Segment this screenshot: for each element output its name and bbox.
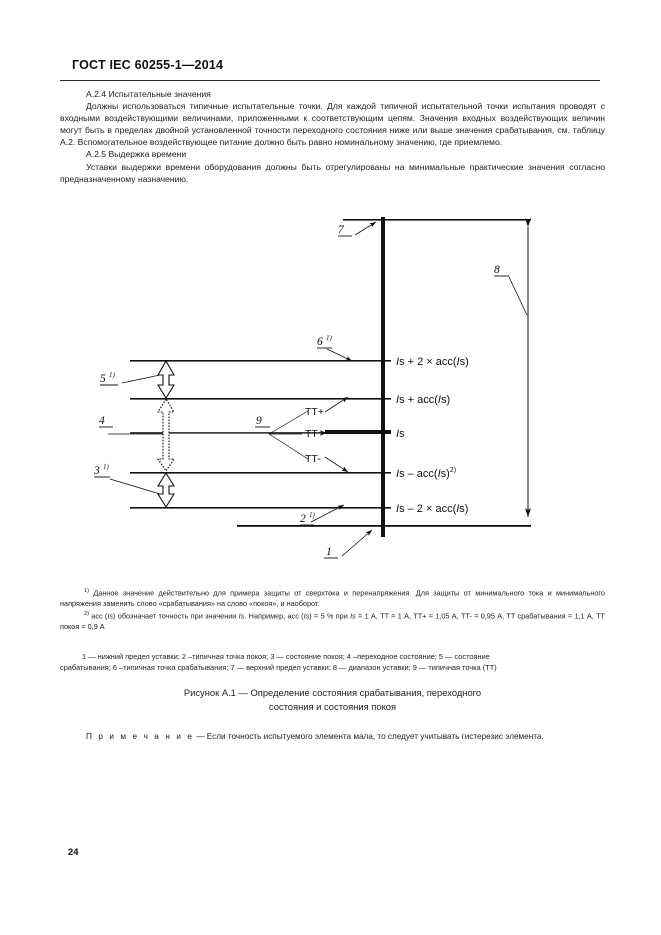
operate-condition-arrow — [157, 359, 175, 400]
lower-setting-limit-line — [237, 525, 531, 527]
level-line-plus-acc — [130, 398, 391, 400]
footnote-2: 2) acc (Is) обозначает точность при знач… — [60, 609, 605, 632]
level-line-minus-2acc — [130, 507, 391, 509]
footnote-2-is-1: Is — [107, 611, 114, 621]
footnote-2-marker: 2) — [84, 611, 89, 618]
level-label-minus-acc: Is – acc(Is)2) — [396, 467, 456, 480]
figure-caption-line-1: Рисунок А.1 — Определение состояния сраб… — [183, 687, 482, 698]
callout-9-label: 9 — [256, 415, 262, 427]
heading-a24: A.2.4 Испытательные значения — [86, 89, 211, 99]
main-vertical-axis — [381, 217, 385, 537]
footnote-1: 1) Данное значение действительно для при… — [60, 586, 605, 609]
footnote-2-text-a: acc ( — [91, 611, 108, 621]
note-paragraph: П р и м е ч а н и е — Если точность испы… — [60, 731, 605, 743]
footnote-1-text: Данное значение действительно для пример… — [60, 588, 605, 608]
body-text-block: A.2.4 Испытательные значения Должны испо… — [60, 88, 605, 185]
running-header: ГОСТ IEC 60255-1—2014 — [72, 58, 224, 72]
tt-plus-label: TT+ — [305, 406, 324, 418]
callout-2-label: 2 — [300, 513, 306, 525]
callout-3-sup: 1) — [103, 463, 110, 471]
level-line-is — [130, 432, 391, 434]
footnote-2-text-b: ) обозначает точность при значении — [113, 611, 239, 621]
ttplus-arrow — [324, 396, 349, 413]
footnote-2-text-d: ) = 5 % при — [309, 611, 351, 621]
leader-2 — [310, 504, 345, 523]
callout-8-label: 8 — [494, 264, 500, 276]
callout-5-sup: 1) — [109, 371, 116, 379]
level-line-plus-2acc — [130, 360, 391, 362]
tt-minus-label: TT- — [305, 453, 321, 465]
transition-condition-arrow — [156, 397, 176, 472]
ttminus-arrow — [324, 456, 349, 473]
figure-caption: Рисунок А.1 — Определение состояния сраб… — [60, 686, 605, 714]
page-number: 24 — [68, 846, 79, 857]
header-rule — [60, 80, 600, 81]
note-label: П р и м е ч а н и е — [86, 732, 195, 741]
footnote-2-is-3: Is — [303, 611, 310, 621]
note-text: Если точность испытуемого элемента мала,… — [206, 732, 544, 741]
figure-a1-svg: 7 8 6 1) 5 1) 4 3 1) 2 1) 1 9 TT+ TT TT-… — [93, 217, 531, 559]
upper-setting-limit-line — [343, 219, 531, 221]
footnote-2-is-4: Is — [350, 611, 356, 621]
leader-7 — [354, 221, 377, 236]
callout-3-label: 3 — [93, 465, 100, 477]
footnote-2-is-2: Is — [238, 611, 245, 621]
footnote-2-text-c: . Например, acc ( — [244, 611, 304, 621]
note-block: П р и м е ч а н и е — Если точность испы… — [60, 731, 605, 743]
callout-7-label: 7 — [338, 224, 345, 236]
figure-footnotes: 1) Данное значение действительно для при… — [60, 586, 605, 632]
callout-4-label: 4 — [99, 415, 105, 427]
footnote-2-text-e: = 1 А, TT = 1 А, TT+ = 1,05 А, TT- = 0,9… — [60, 611, 606, 632]
callout-6-label: 6 — [317, 336, 323, 348]
leader-9-to-ttplus — [268, 410, 309, 435]
level-label-plus-2acc: Is + 2 × acc(Is) — [396, 356, 469, 368]
callout-6-sup: 1) — [326, 334, 333, 342]
figure-key: 1 — нижний предел уставки; 2 –типичная т… — [60, 652, 605, 673]
leader-8 — [508, 276, 528, 316]
figure-a1: 7 8 6 1) 5 1) 4 3 1) 2 1) 1 9 TT+ TT TT-… — [0, 205, 661, 570]
paragraph-a24: Должны использоваться типичные испытател… — [60, 101, 605, 148]
footnote-1-marker: 1) — [84, 588, 89, 594]
heading-a25: A.2.5 Выдержка времени — [86, 149, 187, 160]
leader-6 — [326, 348, 353, 362]
leader-1 — [341, 529, 373, 557]
level-label-minus-2acc: Is – 2 × acc(Is) — [396, 503, 468, 515]
figure-key-line-1: 1 — нижний предел уставки; 2 –типичная т… — [82, 652, 490, 661]
note-dash: — — [196, 732, 205, 741]
tt-label: TT — [305, 428, 318, 440]
level-label-is: Is — [396, 428, 405, 440]
callout-2-sup: 1) — [309, 511, 316, 519]
callout-5-label: 5 — [100, 373, 106, 385]
paragraph-a25: Уставки выдержки времени оборудования до… — [60, 161, 605, 184]
figure-caption-line-2: состояния и состояния покоя — [268, 701, 397, 712]
rest-condition-arrow — [157, 471, 175, 509]
level-line-minus-acc — [130, 472, 391, 474]
figure-key-line-2: срабатывания; 6 –типичная точка срабатыв… — [60, 662, 497, 672]
level-line-is-bold-segment — [325, 430, 391, 434]
leader-9-to-ttminus — [268, 433, 309, 460]
leader-5 — [121, 374, 161, 384]
leader-3 — [109, 478, 161, 495]
level-label-plus-acc: Is + acc(Is) — [396, 394, 450, 406]
callout-1-label: 1 — [326, 546, 332, 558]
